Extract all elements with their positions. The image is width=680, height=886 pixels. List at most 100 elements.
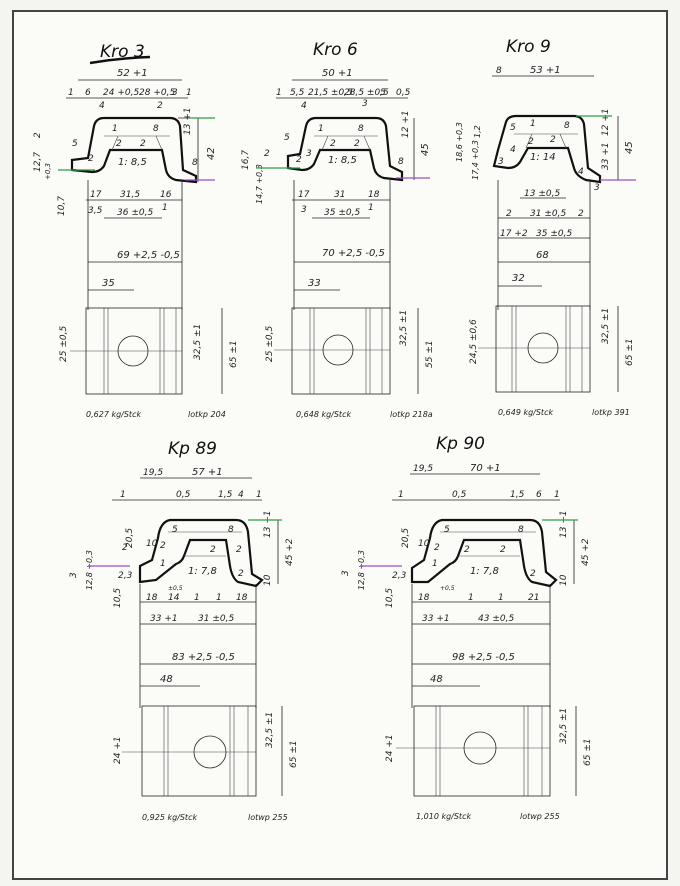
dim-label: 43 ±0,5 xyxy=(478,614,514,624)
dim-label: 1 xyxy=(530,119,536,129)
dim-label: 33 +1 xyxy=(422,614,450,624)
dim-label: 32,5 ±1 xyxy=(559,708,569,744)
dim-label: 14 xyxy=(168,593,180,603)
dim-label: 48 xyxy=(430,674,443,685)
dim-label: 8 xyxy=(153,124,159,134)
dim-label: 3 xyxy=(362,99,368,109)
dim-label: 1 xyxy=(120,490,126,500)
dim-label: 10,5 xyxy=(385,588,395,608)
dim-label: 3 xyxy=(172,88,178,98)
dim-label: 2 xyxy=(464,545,470,555)
dim-label: 5 xyxy=(284,133,290,143)
dim-label: 53 +1 xyxy=(530,65,561,76)
ref-label: lotkp 204 xyxy=(188,410,226,419)
dim-label: 8 xyxy=(228,525,234,535)
dim-label: 31 xyxy=(334,190,345,200)
dim-label: 20,5 xyxy=(401,528,411,548)
dim-label: 24,5 ±0,6 xyxy=(469,319,479,364)
profile-outline xyxy=(70,116,198,184)
dim-label: 2 xyxy=(578,209,584,219)
dim-label: 3 xyxy=(594,183,600,193)
dim-label: 6 xyxy=(536,490,542,500)
dim-label: 1: 7,8 xyxy=(188,566,217,577)
dim-label: 19,5 xyxy=(143,468,163,478)
dim-label: 13 +1 xyxy=(559,510,569,538)
dim-label: 2 xyxy=(296,155,302,165)
dim-label: 2 xyxy=(116,139,122,149)
dim-label: 13 ±0,5 xyxy=(524,189,560,199)
dim-label: 65 ±1 xyxy=(583,738,593,766)
dim-label: 1 xyxy=(216,593,222,603)
profile-outline xyxy=(492,114,602,184)
dim-label: 31 ±0,5 xyxy=(530,209,566,219)
dim-label: 12,8 +0,3 xyxy=(85,550,94,590)
dim-label: 1 xyxy=(194,593,200,603)
dim-label: 3 xyxy=(341,570,351,576)
weight-label: 0,649 kg/Stck xyxy=(498,408,553,417)
dim-label: 17 +2 xyxy=(500,229,528,239)
dim-label: 68 xyxy=(536,250,549,261)
dim-label: 55 ±1 xyxy=(425,340,435,368)
dim-label: 4 xyxy=(578,167,584,177)
dim-label: 20,5 xyxy=(125,528,135,548)
dim-label: 33 xyxy=(308,278,321,289)
dim-label: 8 xyxy=(564,121,570,131)
dim-label: 70 +2,5 -0,5 xyxy=(322,248,385,259)
dim-label: 1 xyxy=(468,593,474,603)
dim-label: 1: 8,5 xyxy=(328,155,357,166)
dim-label: 2,3 xyxy=(118,571,133,581)
dim-label: 1 xyxy=(256,490,262,500)
panel-kp90: Kp 90 19,5 70 +1 1 0,5 1,5 6 1 20,5 5 8 … xyxy=(341,434,593,821)
dim-label: 2,3 xyxy=(392,571,407,581)
dim-label: 12,8 +0,3 xyxy=(357,550,366,590)
profile-outline xyxy=(286,116,404,182)
dim-label: 1 xyxy=(498,593,504,603)
dim-label: 8 xyxy=(192,158,198,168)
dim-label: 0,5 xyxy=(396,88,411,98)
ref-label: lotkp 391 xyxy=(592,408,630,417)
dim-label: 50 +1 xyxy=(322,68,353,79)
dim-label: 1 xyxy=(162,203,168,213)
dim-label: 2 xyxy=(160,541,166,551)
dim-label: 2 xyxy=(434,543,440,553)
dim-label: 1 xyxy=(318,124,324,134)
plate-view xyxy=(413,705,551,797)
dim-label: 2 xyxy=(264,149,270,159)
dim-label: 18,6 +0,3 xyxy=(455,122,464,162)
dim-label: 32,5 ±1 xyxy=(399,310,409,346)
dim-label: +0,5 xyxy=(440,585,455,592)
dim-label: 25 ±0,5 xyxy=(265,326,275,362)
dim-label: 21,5 ±0,5 xyxy=(308,88,353,98)
dim-label: 70 +1 xyxy=(470,463,501,474)
dim-label: 18 xyxy=(146,593,158,603)
dim-label: 12 +1 xyxy=(401,110,411,138)
dim-label: 10,7 xyxy=(57,196,67,216)
dim-label: 24 +1 xyxy=(385,734,395,762)
dim-label: 19,5 xyxy=(413,464,433,474)
dim-label: 1 xyxy=(554,490,560,500)
dim-label: 12,7 xyxy=(33,152,43,172)
dim-label: 1,5 xyxy=(218,490,233,500)
dim-label: 4 xyxy=(510,145,516,155)
dim-label: 1,2 xyxy=(473,125,482,138)
dim-label: 98 +2,5 -0,5 xyxy=(452,652,515,663)
dim-label: 5 xyxy=(380,88,386,98)
dim-label: 12 +1 xyxy=(601,108,611,136)
dim-label: 1 xyxy=(186,88,192,98)
dim-label: 2 xyxy=(88,154,94,164)
dim-label: 65 ±1 xyxy=(289,740,299,768)
dim-label: 0,5 xyxy=(176,490,191,500)
plate-view xyxy=(141,705,257,797)
dim-label: 45 xyxy=(420,143,431,156)
dim-label: 17 xyxy=(298,190,310,200)
panel-kro9: Kro 9 8 53 +1 5 1 8 12 +1 18,6 +0,3 1,2 … xyxy=(455,37,636,417)
weight-label: 0,925 kg/Stck xyxy=(142,813,197,822)
dim-label: 6 xyxy=(85,88,91,98)
dim-label: 2 xyxy=(33,132,43,138)
dim-label: 2 xyxy=(500,545,506,555)
dim-label: 1 xyxy=(398,490,404,500)
profile-outline xyxy=(138,518,264,588)
dim-label: 1 xyxy=(112,124,118,134)
panel-title: Kp 89 xyxy=(168,439,217,459)
dim-label: 5 xyxy=(172,525,178,535)
